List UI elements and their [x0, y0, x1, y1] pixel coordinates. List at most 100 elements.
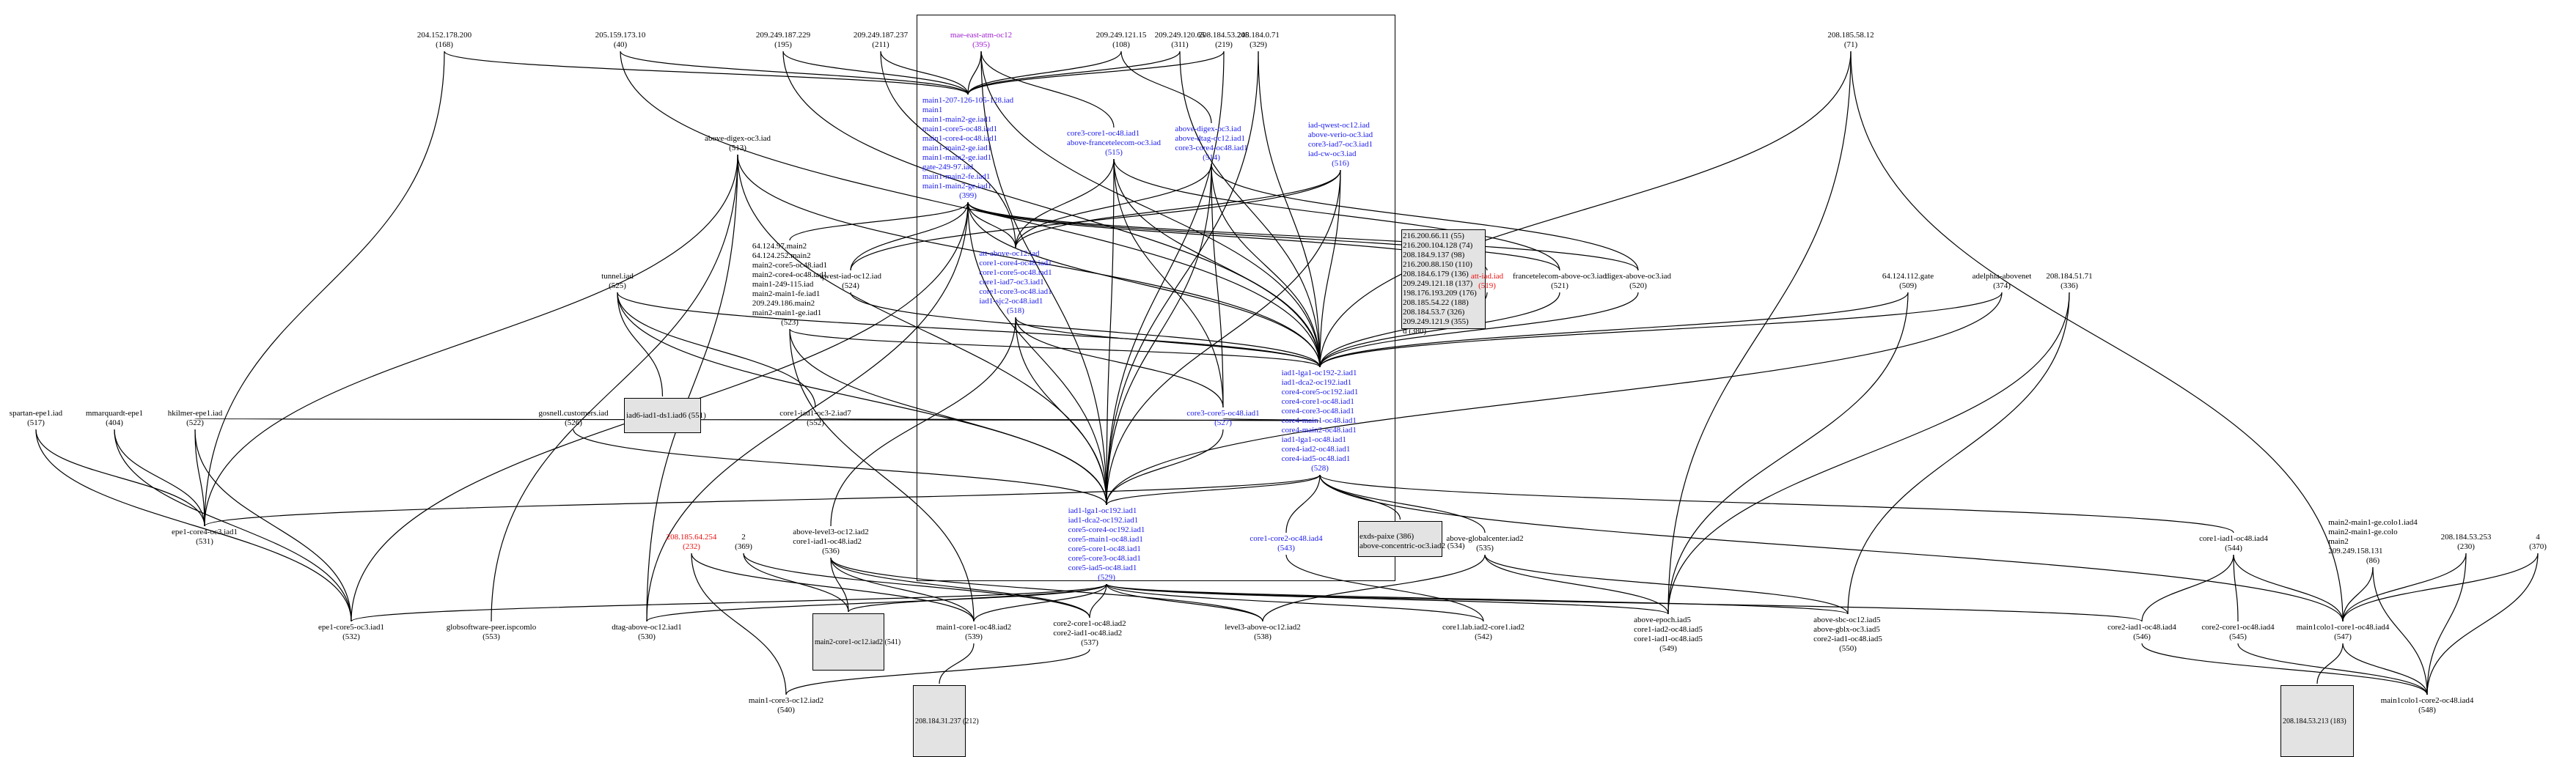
node-label-line: gosnell.customers.iad	[538, 409, 609, 418]
node-527[interactable]: core3-core5-oc48.iad1(527)	[1186, 409, 1259, 428]
node-513[interactable]: above-digex-oc3.iad(513)	[705, 134, 771, 153]
node-546[interactable]: core2-iad1-oc48.iad4(546)	[2107, 623, 2176, 642]
node-211[interactable]: 209.249.187.237(211)	[854, 31, 908, 50]
node-551[interactable]: iad6-iad1-ds1.iad6 (551)	[624, 398, 706, 433]
node-label-line: main2-main1-ge.iad1	[752, 309, 822, 317]
node-519[interactable]: att-iad.iad(519)	[1471, 272, 1503, 291]
node-108[interactable]: 209.249.121.15(108)	[1096, 31, 1147, 50]
node-label-line: above-level3-oc12.iad2	[793, 528, 869, 536]
node-526[interactable]: gosnell.customers.iad(526)	[538, 409, 608, 428]
node-195[interactable]: 209.249.187.229(195)	[756, 31, 810, 50]
node-509[interactable]: 64.124.112.gate(509)	[1882, 272, 1934, 291]
node-542[interactable]: core1.lab.iad2-core1.iad2(542)	[1442, 623, 1524, 642]
node-label-line: core5-core1-oc48.iad1	[1068, 544, 1141, 553]
node-553[interactable]: globsoftware-peer.ispcomlo(553)	[447, 623, 537, 642]
node-525[interactable]: tunnel.iad(525)	[601, 272, 634, 291]
edge-n518-n529	[1015, 317, 1107, 506]
node-524[interactable]: qwest-iad-oc12.iad(524)	[820, 272, 881, 291]
node-183[interactable]: 208.184.53.213 (183)	[2280, 685, 2354, 757]
node-label-line: 198.176.193.209 (176)	[1403, 289, 1477, 298]
node-label-line: main1-207-126-105-128.iad	[922, 96, 1014, 105]
edge-n536-n537	[830, 557, 1090, 618]
node-count: (509)	[1899, 281, 1917, 290]
node-71[interactable]: 208.185.58.12(71)	[1827, 31, 1874, 50]
node-label-line: 208.184.51.71	[2046, 272, 2093, 281]
node-40[interactable]: 205.159.173.10(40)	[595, 31, 646, 50]
node-label-line: core5-core3-oc48.iad1	[1068, 554, 1141, 563]
grouped-ip-box[interactable]: 216.200.66.11 (55)216.200.104.128 (74)20…	[1401, 229, 1486, 336]
node-522[interactable]: hkilmer-epe1.iad(522)	[168, 409, 223, 428]
edge-n395-n515	[980, 51, 1115, 128]
node-539[interactable]: main1-core1-oc48.iad2(539)	[936, 623, 1011, 642]
node-548[interactable]: main1colo1-core2-oc48.iad4(548)	[2381, 696, 2474, 715]
edge-n399-n528	[967, 202, 1321, 368]
node-label: qwest-iad-oc12.iad(524)	[820, 272, 881, 291]
edge-n374-n528	[1319, 292, 2003, 368]
node-369[interactable]: 2(369)	[735, 533, 752, 552]
node-311[interactable]: 209.249.120.65(311)	[1155, 31, 1206, 50]
node-count: (522)	[186, 418, 204, 427]
node-552[interactable]: core1-iad1-oc3-2.iad7(552)	[779, 409, 851, 428]
node-label: dtag-above-oc12.iad1(530)	[612, 623, 682, 642]
node-520[interactable]: digex-above-oc3.iad(520)	[1605, 272, 1671, 291]
node-label: core2-iad1-oc48.iad4(546)	[2107, 623, 2176, 642]
node-545[interactable]: core2-core1-oc48.iad4(545)	[2201, 623, 2274, 642]
node-532[interactable]: epe1-core5-oc3.iad1(532)	[318, 623, 384, 642]
node-label-line: 4	[2536, 533, 2540, 542]
node-212[interactable]: 208.184.31.237 (212)	[913, 685, 979, 757]
node-395[interactable]: mae-east-atm-oc12(395)	[950, 31, 1012, 50]
node-544[interactable]: core1-iad1-oc48.iad4(544)	[2199, 534, 2268, 553]
node-label-line: core4-core5-oc192.iad1	[1281, 388, 1359, 396]
node-540[interactable]: main1-core3-oc12.iad2(540)	[749, 696, 823, 715]
node-232[interactable]: 208.185.64.254(232)	[667, 533, 717, 552]
node-230[interactable]: 208.184.53.253(230)	[2441, 533, 2492, 552]
edge-n311-n528	[1179, 51, 1321, 368]
node-543[interactable]: core1-core2-oc48.iad4(543)	[1250, 534, 1322, 553]
node-label-line: iad1-sjc2-oc48.iad1	[979, 297, 1043, 306]
node-label-line: main1-main2-ge.iad1	[922, 153, 992, 162]
node-label: globsoftware-peer.ispcomlo(553)	[447, 623, 537, 642]
node-count: (525)	[609, 281, 626, 290]
node-547[interactable]: main1colo1-core1-oc48.iad4(547)	[2297, 623, 2390, 642]
node-530[interactable]: dtag-above-oc12.iad1(530)	[612, 623, 682, 642]
edge-n71-n528	[1319, 51, 1852, 368]
node-219[interactable]: 208.184.53.245(219)	[1199, 31, 1250, 50]
edge-n527-n529	[1106, 429, 1224, 506]
node-538[interactable]: level3-above-oc12.iad2(538)	[1225, 623, 1301, 642]
node-label-line: core4-core1-oc48.iad1	[1281, 397, 1354, 406]
node-168[interactable]: 204.152.178.200(168)	[417, 31, 471, 50]
edge-layer	[35, 51, 2539, 695]
node-370[interactable]: 4(370)	[2529, 533, 2547, 552]
node-label: core1-core2-oc48.iad4(543)	[1250, 534, 1322, 553]
node-517[interactable]: spartan-epe1.iad(517)	[10, 409, 62, 428]
node-329[interactable]: 208.184.0.71(329)	[1237, 31, 1280, 50]
node-531[interactable]: epe1-core4-oc3.iad1(531)	[172, 528, 238, 547]
node-521[interactable]: francetelecom-above-oc3.iad(521)	[1513, 272, 1607, 291]
node-535[interactable]: above-globalcenter.iad2(535)	[1446, 534, 1523, 553]
edge-n547-n548	[2342, 643, 2428, 695]
node-374[interactable]: adelphia-abovenet(374)	[1973, 272, 2032, 291]
node-label: tunnel.iad(525)	[601, 272, 634, 291]
node-label: core2-core1-oc48.iad4(545)	[2201, 623, 2274, 642]
node-404[interactable]: mmarquardt-epe1(404)	[86, 409, 143, 428]
exds-box[interactable]: exds-paixe (386)above-concentric-oc3.iad…	[1358, 521, 1465, 557]
node-541[interactable]: main2-core1-oc12.iad2 (541)	[812, 613, 900, 671]
node-336[interactable]: 208.184.51.71(336)	[2046, 272, 2092, 291]
